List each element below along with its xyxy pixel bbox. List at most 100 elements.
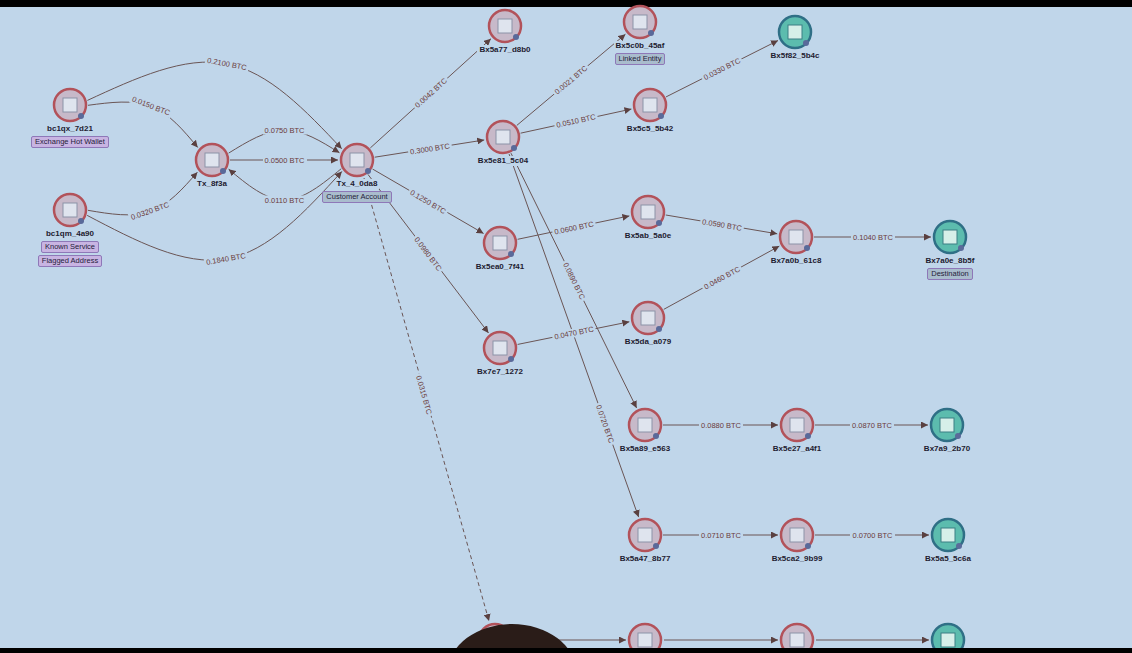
node-label: Bx5a89_e563: [618, 444, 672, 454]
node-badge: [804, 245, 810, 251]
amount-label: 0.0700 BTC: [850, 531, 894, 540]
cut-off-connector: [816, 640, 929, 641]
node-ring: [196, 144, 228, 176]
amount-label: 0.2100 BTC: [204, 55, 249, 72]
entity-tag: Linked Entity: [615, 53, 666, 65]
node-label: Bx7e7_1272: [475, 367, 525, 377]
amount-label: 0.0021 BTC: [552, 62, 592, 97]
node-badge: [955, 433, 961, 439]
transfer-arrow: [517, 34, 626, 125]
destination-node: Bx7a9_2b70: [922, 407, 972, 454]
node-circle: [194, 142, 230, 178]
node-badge: [656, 326, 662, 332]
node-label: Bx5ca2_9b99: [770, 554, 825, 564]
node-circle: [630, 194, 666, 230]
node-ring: [484, 227, 516, 259]
amount-label: 0.1040 BTC: [851, 233, 895, 242]
node-label: Bx5ea0_7f41: [474, 262, 526, 272]
amount-label: 0.0600 BTC: [552, 219, 597, 237]
node-icon: [498, 19, 512, 33]
node-icon: [943, 230, 957, 244]
node-circle: [52, 87, 88, 123]
node-badge: [656, 220, 662, 226]
transfer-arrow: [511, 153, 637, 408]
node-ring: [781, 519, 813, 551]
node-ring: [780, 221, 812, 253]
node-icon: [350, 153, 364, 167]
node-ring: [932, 519, 964, 551]
amount-label: 0.0880 BTC: [699, 421, 743, 430]
destination-node: Bx5a5_5c6a: [923, 517, 973, 564]
node-icon: [790, 633, 804, 647]
node-label: Bx5f82_5b4c: [769, 51, 822, 61]
node-icon: [638, 418, 652, 432]
node-badge: [511, 145, 517, 151]
node-label: Bx5c0b_45af: [614, 41, 667, 51]
node-circle: [487, 8, 523, 44]
node-circle: [778, 219, 814, 255]
node-label: Bx7a9_2b70: [922, 444, 972, 454]
node-label: Tx_8f3a: [195, 179, 229, 189]
address-node: Bx5e81_5c04: [476, 119, 530, 166]
amount-label: 0.0870 BTC: [850, 421, 894, 430]
node-ring: [632, 302, 664, 334]
transfer-arrow: [521, 109, 632, 133]
node-circle: [632, 87, 668, 123]
address-node: Bx5ca2_9b99: [770, 517, 825, 564]
node-label: Bx5a77_d8b0: [477, 45, 532, 55]
transfer-arrow: [666, 41, 778, 97]
node-circle: [779, 517, 815, 553]
address-node: Bx5ea0_7f41: [474, 225, 526, 272]
node-icon: [493, 236, 507, 250]
address-node: Bx5da_a079: [623, 300, 673, 347]
node-badge: [658, 113, 664, 119]
amount-label: 0.0980 BTC: [412, 234, 446, 274]
node-label: Bx5da_a079: [623, 337, 673, 347]
transfer-arrow: [87, 171, 342, 260]
node-badge: [78, 218, 84, 224]
node-ring: [629, 519, 661, 551]
frame-bar: [0, 0, 1132, 7]
node-icon: [790, 528, 804, 542]
node-icon: [788, 25, 802, 39]
amount-label: 0.0710 BTC: [699, 531, 743, 540]
node-ring: [624, 6, 656, 38]
entity-tag: Exchange Hot Wallet: [31, 136, 109, 148]
node-ring: [632, 196, 664, 228]
transfer-arrow: [518, 216, 630, 239]
node-icon: [641, 205, 655, 219]
address-node: Bx5a77_d8b0: [477, 8, 532, 55]
entity-tag: Destination: [927, 268, 973, 280]
address-node: bc1qx_7d21Exchange Hot Wallet: [31, 87, 109, 148]
node-badge: [653, 543, 659, 549]
node-icon: [643, 98, 657, 112]
node-icon: [641, 311, 655, 325]
node-label: Bx5c5_5b42: [625, 124, 675, 134]
transfer-arrow: [664, 246, 780, 309]
node-circle: [932, 219, 968, 255]
node-circle: [779, 407, 815, 443]
node-circle: [929, 407, 965, 443]
node-ring: [54, 194, 86, 226]
node-icon: [940, 418, 954, 432]
node-badge: [365, 168, 371, 174]
node-icon: [789, 230, 803, 244]
cut-off-connector: [364, 178, 489, 621]
node-circle: [482, 330, 518, 366]
node-icon: [493, 341, 507, 355]
node-badge: [513, 34, 519, 40]
node-ring: [341, 144, 373, 176]
node-circle: [930, 517, 966, 553]
node-icon: [63, 98, 77, 112]
amount-label: 0.3000 BTC: [408, 141, 453, 157]
node-icon: [790, 418, 804, 432]
node-icon: [638, 528, 652, 542]
amount-label: 0.1840 BTC: [204, 251, 249, 267]
amount-label: 0.0042 BTC: [412, 75, 451, 111]
node-circle: [622, 4, 658, 40]
amount-label: 0.0890 BTC: [560, 259, 588, 302]
amount-label: 0.0320 BTC: [128, 200, 173, 223]
node-badge: [805, 543, 811, 549]
address-node: Bx5a89_e563: [618, 407, 672, 454]
node-ring: [931, 409, 963, 441]
